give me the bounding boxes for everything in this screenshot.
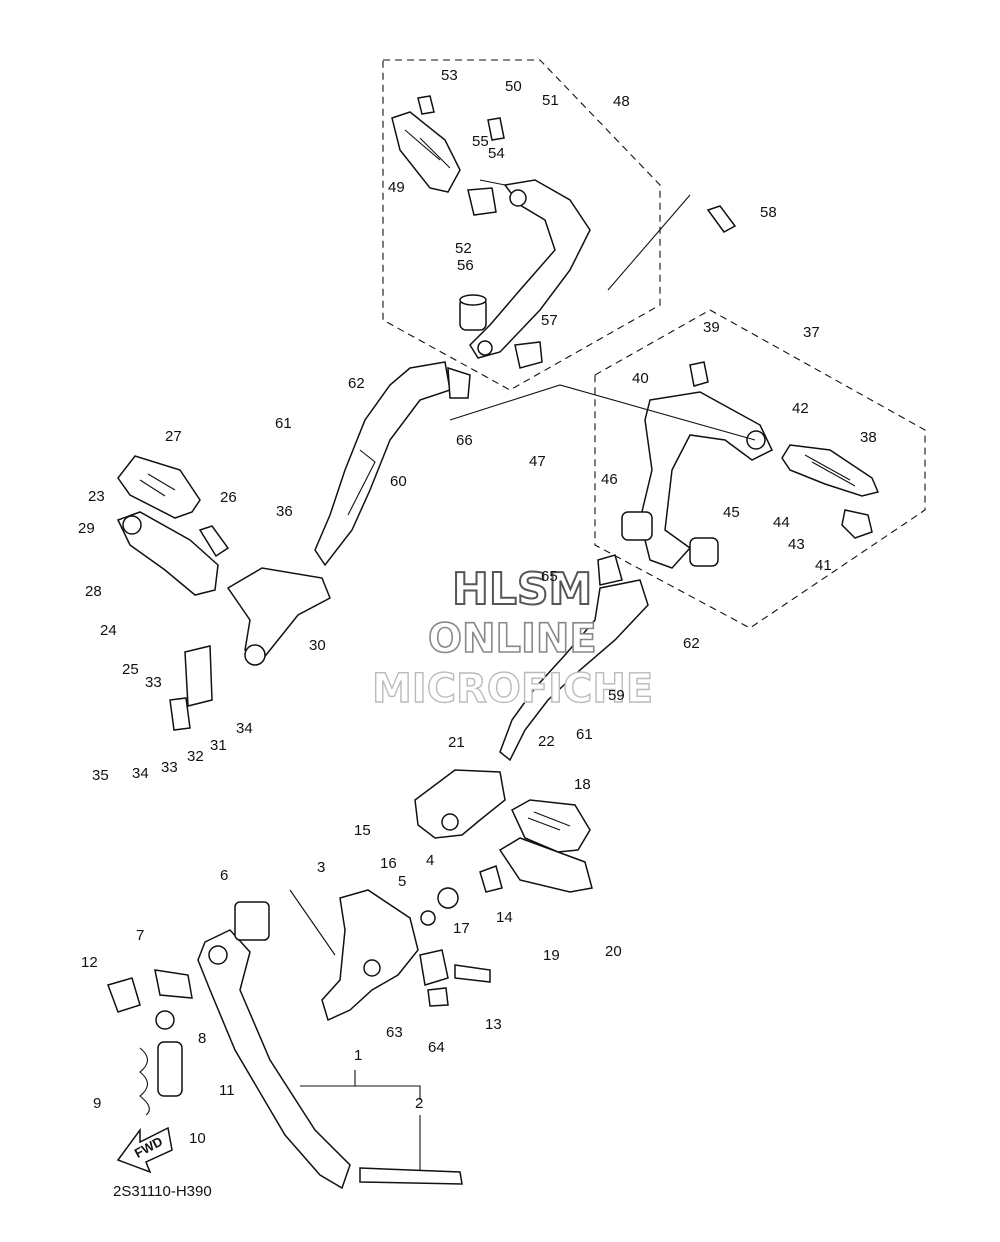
callout-label: 41 xyxy=(815,557,832,574)
callout-label: 11 xyxy=(219,1082,235,1099)
callout-label: 59 xyxy=(608,687,625,704)
callout-label: 39 xyxy=(703,319,720,336)
callout-label: 61 xyxy=(576,726,593,743)
callout-label: 33 xyxy=(161,759,178,776)
rider-footrest-brackets xyxy=(314,361,649,762)
callout-label: 43 xyxy=(788,536,805,553)
callout-label: 64 xyxy=(428,1039,445,1056)
callout-label: 13 xyxy=(485,1016,502,1033)
callout-label: 33 xyxy=(145,674,162,691)
callout-label: 49 xyxy=(388,179,405,196)
assembly-37-outline xyxy=(594,309,926,629)
callout-label: 15 xyxy=(354,822,371,839)
callout-label: 57 xyxy=(541,312,558,329)
right-footrest xyxy=(414,769,593,893)
callout-label: 18 xyxy=(574,776,591,793)
callout-label: 10 xyxy=(189,1130,206,1147)
callout-label: 55 xyxy=(472,133,489,150)
callout-label: 30 xyxy=(309,637,326,654)
brake-pedal-assembly xyxy=(391,95,737,369)
callout-labels: 1 2 3 4 5 6 7 8 9 10 11 12 13 14 15 16 1… xyxy=(78,67,877,1147)
callout-label: 8 xyxy=(198,1030,206,1047)
callout-label: 54 xyxy=(488,145,505,162)
callout-label: 46 xyxy=(601,471,618,488)
callout-label: 58 xyxy=(760,204,777,221)
callout-label: 40 xyxy=(632,370,649,387)
callout-label: 36 xyxy=(276,503,293,520)
callout-label: 42 xyxy=(792,400,809,417)
callout-label: 34 xyxy=(236,720,253,737)
callout-label: 60 xyxy=(390,473,407,490)
callout-label: 22 xyxy=(538,733,555,750)
callout-label: 17 xyxy=(453,920,470,937)
callout-label: 7 xyxy=(136,927,144,944)
callout-label: 31 xyxy=(210,737,227,754)
callout-label: 34 xyxy=(132,765,149,782)
callout-label: 32 xyxy=(187,748,204,765)
callout-label: 1 xyxy=(354,1047,362,1064)
callout-label: 2 xyxy=(415,1095,423,1112)
callout-label: 61 xyxy=(275,415,292,432)
callout-label: 38 xyxy=(860,429,877,446)
callout-label: 50 xyxy=(505,78,522,95)
assembly-48-outline xyxy=(382,59,661,391)
callout-label: 62 xyxy=(348,375,365,392)
callout-label: 3 xyxy=(317,859,325,876)
callout-label: 63 xyxy=(386,1024,403,1041)
callout-label: 65 xyxy=(541,568,558,585)
leader-lines xyxy=(289,179,756,1170)
callout-label: 26 xyxy=(220,489,237,506)
callout-label: 48 xyxy=(613,93,630,110)
sidestand xyxy=(107,887,491,1190)
watermark-line-3: MICROFICHE xyxy=(372,666,653,712)
callout-label: 12 xyxy=(81,954,98,971)
callout-label: 5 xyxy=(398,873,406,890)
callout-label: 14 xyxy=(496,909,513,926)
callout-label: 52 xyxy=(455,240,472,257)
left-footrest xyxy=(116,455,331,731)
callout-label: 21 xyxy=(448,734,465,751)
watermark-line-2: ONLINE xyxy=(428,616,597,662)
passenger-bracket-assembly xyxy=(621,361,880,569)
callout-label: 37 xyxy=(803,324,820,341)
callout-label: 6 xyxy=(220,867,228,884)
callout-label: 35 xyxy=(92,767,109,784)
callout-label: 29 xyxy=(78,520,95,537)
callout-label: 9 xyxy=(93,1095,101,1112)
fwd-arrow-icon: FWD xyxy=(116,1126,173,1174)
callout-label: 16 xyxy=(380,855,397,872)
callout-label: 45 xyxy=(723,504,740,521)
watermark-line-1: HLSM xyxy=(452,564,592,615)
callout-label: 66 xyxy=(456,432,473,449)
callout-label: 25 xyxy=(122,661,139,678)
callout-label: 51 xyxy=(542,92,559,109)
callout-label: 19 xyxy=(543,947,560,964)
callout-label: 28 xyxy=(85,583,102,600)
callout-label: 27 xyxy=(165,428,182,445)
callout-label: 56 xyxy=(457,257,474,274)
callout-label: 23 xyxy=(88,488,105,505)
callout-label: 4 xyxy=(426,852,434,869)
callout-label: 24 xyxy=(100,622,117,639)
callout-label: 62 xyxy=(683,635,700,652)
callout-label: 53 xyxy=(441,67,458,84)
callout-label: 20 xyxy=(605,943,622,960)
diagram-code: 2S31110-H390 xyxy=(113,1183,212,1200)
callout-label: 44 xyxy=(773,514,790,531)
callout-label: 47 xyxy=(529,453,546,470)
